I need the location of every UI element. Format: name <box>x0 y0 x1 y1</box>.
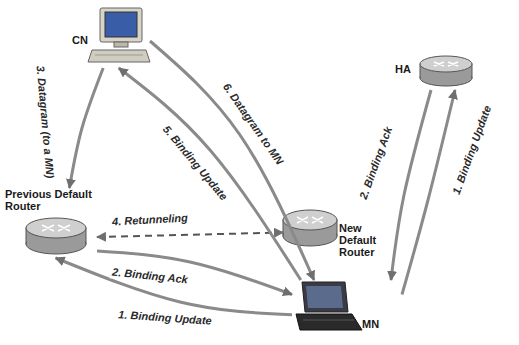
message-label: 2. Binding Ack <box>356 123 396 203</box>
message-arrow <box>402 90 455 295</box>
message-arrow <box>56 258 292 315</box>
mobile-node: MN <box>292 280 402 338</box>
host-node: CN <box>72 8 150 68</box>
message-label: 3. Datagram (to a MN) <box>33 63 56 181</box>
computer-icon <box>88 8 150 62</box>
retunnel-arrow <box>97 233 283 238</box>
router-icon <box>26 218 86 254</box>
router-node: HA <box>395 50 475 90</box>
message-arrow <box>69 68 103 188</box>
message-arrow <box>150 41 314 280</box>
message-arrow <box>97 251 292 295</box>
node-label: CN <box>72 34 88 46</box>
router-node: Previous Default Router <box>5 188 97 258</box>
router-node: New Default Router <box>283 208 387 278</box>
node-label: Previous Default Router <box>5 188 95 212</box>
laptop-icon <box>296 282 362 330</box>
node-label: New Default Router <box>339 222 385 258</box>
router-icon <box>420 56 472 86</box>
node-label: MN <box>362 318 379 330</box>
node-label: HA <box>395 63 411 75</box>
message-label: 1. Binding Update <box>449 102 495 198</box>
message-arrow <box>391 90 431 280</box>
message-label: 1. Binding Update <box>116 308 214 328</box>
message-arrow <box>119 68 301 280</box>
message-label: 4. Retunneling <box>110 211 190 228</box>
